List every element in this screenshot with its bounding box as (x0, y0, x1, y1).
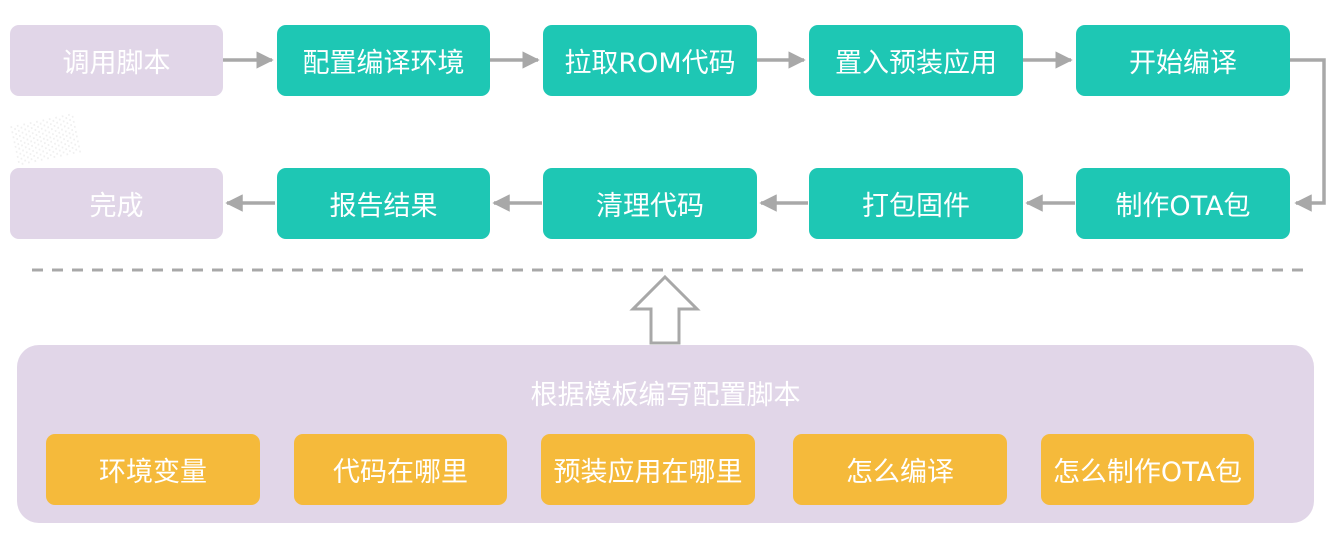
template-item-how-compile: 怎么编译 (793, 434, 1007, 505)
up-arrow-icon (629, 274, 701, 345)
step-config-env: 配置编译环境 (277, 25, 490, 96)
template-item-apps-location: 预装应用在哪里 (541, 434, 755, 505)
step-package-firmware: 打包固件 (809, 168, 1023, 239)
template-item-env-vars: 环境变量 (46, 434, 260, 505)
step-call-script: 调用脚本 (10, 25, 223, 96)
step-make-ota: 制作OTA包 (1076, 168, 1290, 239)
step-preinstall-apps: 置入预装应用 (809, 25, 1023, 96)
step-pull-rom-code: 拉取ROM代码 (543, 25, 757, 96)
template-item-how-make-ota: 怎么制作OTA包 (1041, 434, 1254, 505)
step-report-result: 报告结果 (277, 168, 490, 239)
template-item-code-location: 代码在哪里 (294, 434, 507, 505)
step-done: 完成 (10, 168, 223, 239)
step-start-compile: 开始编译 (1076, 25, 1290, 96)
template-panel-title: 根据模板编写配置脚本 (530, 379, 801, 411)
step-clean-code: 清理代码 (543, 168, 757, 239)
arrow-connector-right (1290, 58, 1326, 212)
